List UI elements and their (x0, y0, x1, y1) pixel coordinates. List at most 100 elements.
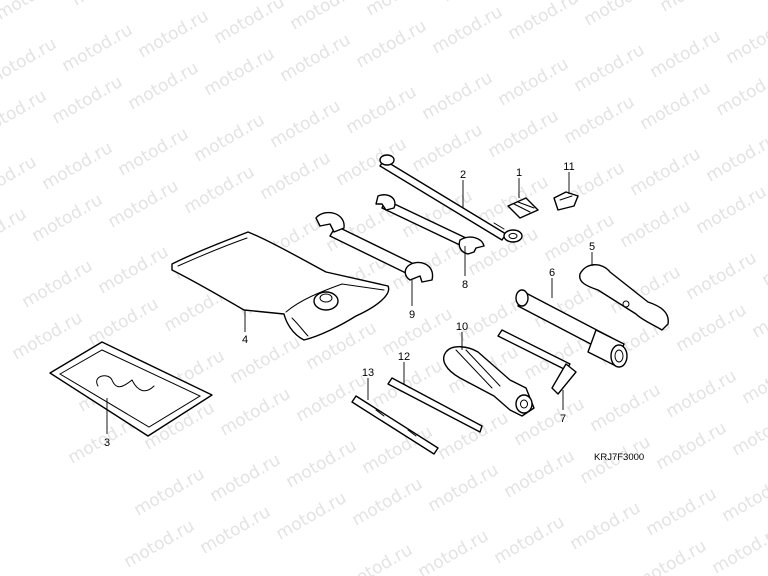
watermark-text: motod.ru (0, 0, 70, 24)
watermark-text: motod.ru (207, 450, 285, 506)
watermark-text: motod.ru (197, 502, 275, 558)
watermark-text: motod.ru (283, 436, 361, 492)
watermark-text: motod.ru (49, 72, 127, 128)
watermark-text: motod.ru (505, 0, 583, 44)
watermark-text: motod.ru (709, 522, 768, 576)
callout-10: 10 (456, 321, 468, 333)
watermark-text: motod.ru (59, 20, 137, 76)
watermark-text: motod.ru (729, 404, 768, 460)
callout-3: 3 (104, 437, 110, 449)
watermark-text: motod.ru (435, 408, 513, 464)
watermark-text: motod.ru (647, 26, 725, 82)
part-6-socket-wrench[interactable] (515, 289, 628, 368)
callout-4: 4 (242, 334, 248, 346)
callout-12: 12 (398, 351, 410, 363)
watermark-text: motod.ru (567, 498, 645, 554)
watermark-text: motod.ru (495, 54, 573, 110)
watermark-text: motod.ru (181, 162, 259, 218)
watermark-text: motod.ru (673, 300, 751, 356)
watermark-text: motod.ru (683, 248, 761, 304)
watermark-text: motod.ru (581, 0, 659, 30)
part-8-open-wrench[interactable] (375, 194, 485, 255)
watermark-text: motod.ru (501, 446, 579, 502)
watermark-text: motod.ru (191, 110, 269, 166)
watermark-text: motod.ru (343, 82, 421, 138)
part-12-screwdriver-bit[interactable] (387, 377, 483, 433)
part-5-pin-spanner[interactable] (579, 264, 669, 331)
watermark-text: motod.ru (0, 152, 40, 208)
diagram-code: KRJ7F3000 (594, 452, 644, 463)
part-13-double-bit[interactable] (351, 395, 439, 455)
watermark-text: motod.ru (363, 0, 441, 20)
callout-9: 9 (409, 309, 415, 321)
watermark-text: motod.ru (429, 2, 507, 58)
watermark-text: motod.ru (561, 92, 639, 148)
watermark-text: motod.ru (0, 204, 30, 260)
callout-5: 5 (589, 241, 595, 253)
callout-8: 8 (462, 279, 468, 291)
callout-13: 13 (362, 367, 374, 379)
watermark-text: motod.ru (627, 144, 705, 200)
watermark-text: motod.ru (657, 0, 735, 16)
watermark-text: motod.ru (121, 516, 199, 572)
watermark-text: motod.ru (719, 470, 768, 526)
watermark-text: motod.ru (217, 384, 295, 440)
watermark-text: motod.ru (211, 0, 289, 48)
watermark-text: motod.ru (273, 488, 351, 544)
watermark-text: motod.ru (131, 464, 209, 520)
callout-2: 2 (460, 169, 466, 181)
watermark-text: motod.ru (115, 124, 193, 180)
watermark-text: motod.ru (69, 0, 147, 10)
part-10-screwdriver-handle[interactable] (442, 346, 535, 417)
watermark-text: motod.ru (541, 210, 619, 266)
watermark-text: motod.ru (415, 526, 493, 576)
watermark-text: motod.ru (703, 130, 768, 186)
watermark-text: motod.ru (0, 34, 60, 90)
watermark-text: motod.ru (125, 58, 203, 114)
part-2-box-wrench[interactable] (379, 154, 523, 243)
watermark-text: motod.ru (353, 16, 431, 72)
watermark-text: motod.ru (663, 366, 741, 422)
callout-1: 1 (516, 167, 522, 179)
watermark-text: motod.ru (425, 460, 503, 516)
part-3-tray[interactable] (49, 341, 213, 437)
watermark-text: motod.ru (637, 78, 715, 134)
watermark-text: motod.ru (267, 96, 345, 152)
part-11-fuse-puller[interactable] (553, 191, 579, 211)
watermark-text: motod.ru (485, 106, 563, 162)
watermark-text: motod.ru (135, 6, 213, 62)
watermark-text: motod.ru (723, 12, 768, 68)
watermark-text: motod.ru (349, 474, 427, 530)
watermark-text: motod.ru (617, 196, 695, 252)
part-4-tool-bag[interactable] (171, 231, 390, 341)
watermark-text: motod.ru (749, 286, 768, 342)
watermark-text: motod.ru (759, 234, 768, 290)
watermark-text: motod.ru (85, 294, 163, 350)
watermark-text: motod.ru (713, 64, 768, 120)
watermark-text: motod.ru (19, 256, 97, 312)
leader-lines (106, 172, 593, 434)
watermark-text: motod.ru (287, 0, 365, 34)
part-1-fuse[interactable] (507, 197, 539, 219)
watermark-text: motod.ru (0, 86, 50, 142)
watermark-text: motod.ru (643, 484, 721, 540)
watermark-text: motod.ru (571, 40, 649, 96)
part-9-open-wrench[interactable] (315, 211, 434, 283)
watermark-text: motod.ru (201, 44, 279, 100)
watermark-text: motod.ru (475, 172, 553, 228)
watermark-text: motod.ru (419, 68, 497, 124)
watermark-text: motod.ru (439, 0, 517, 6)
watermark-text: motod.ru (733, 0, 768, 2)
callout-11: 11 (563, 161, 574, 173)
watermark-text: motod.ru (333, 134, 411, 190)
callout-6: 6 (549, 267, 555, 279)
watermark-text: motod.ru (587, 380, 665, 436)
callout-7: 7 (560, 413, 566, 425)
watermark-text: motod.ru (9, 308, 87, 364)
watermark-text: motod.ru (227, 332, 305, 388)
watermark-text: motod.ru (409, 120, 487, 176)
watermark-text: motod.ru (257, 148, 335, 204)
part-7-hex-key[interactable] (497, 329, 577, 395)
